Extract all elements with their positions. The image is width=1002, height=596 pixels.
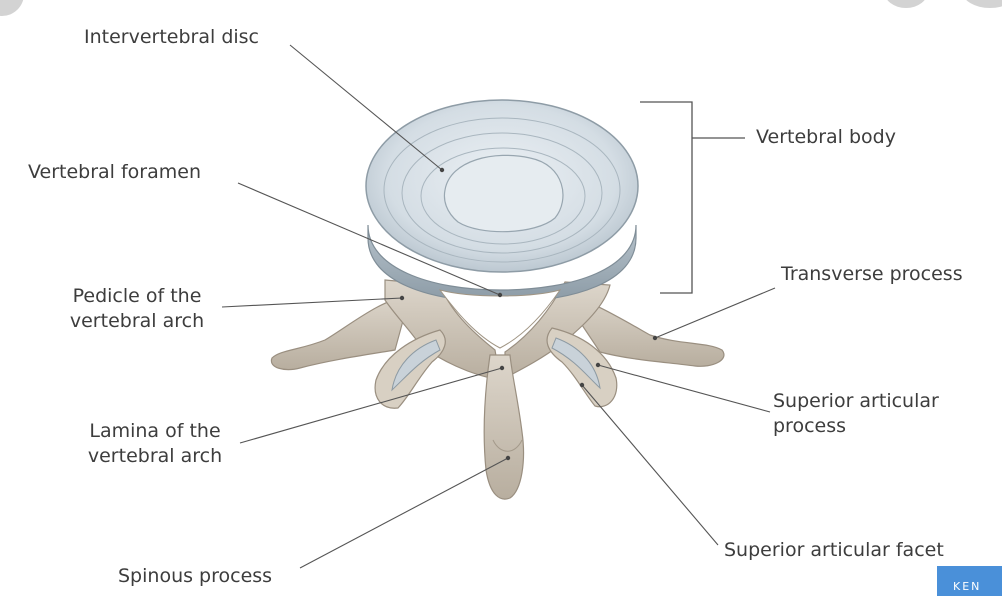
label-pedicle-line1: Pedicle of the [52,284,222,309]
label-pedicle: Pedicle of the vertebral arch [52,284,222,334]
label-lamina-line2: vertebral arch [70,444,240,469]
label-superior-articular-line2: process [773,414,939,439]
vertebral-body-bracket [640,102,745,293]
label-superior-articular-process: Superior articular process [773,389,939,439]
label-intervertebral-disc: Intervertebral disc [84,25,259,50]
label-lamina-line1: Lamina of the [70,419,240,444]
label-vertebral-foramen: Vertebral foramen [28,160,201,185]
label-transverse-process: Transverse process [781,262,963,287]
label-lamina: Lamina of the vertebral arch [70,419,240,469]
label-superior-articular-line1: Superior articular [773,389,939,414]
label-spinous-process: Spinous process [118,564,272,589]
intervertebral-disc-shape [366,100,638,302]
label-superior-articular-facet: Superior articular facet [724,538,944,563]
label-pedicle-line2: vertebral arch [52,309,222,334]
label-vertebral-body: Vertebral body [756,125,896,150]
